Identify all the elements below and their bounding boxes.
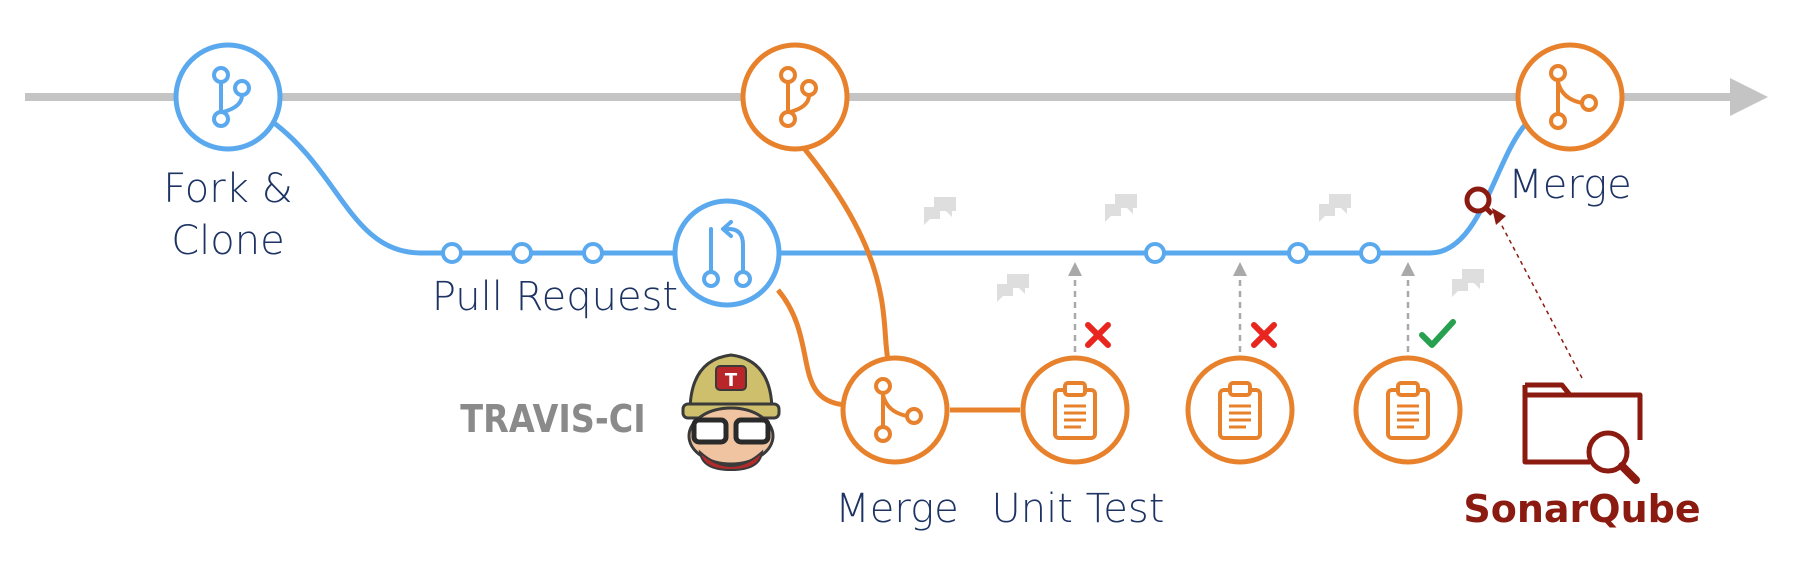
- upstream-fork-node: [740, 42, 850, 152]
- folder-search-icon: [1522, 382, 1643, 484]
- commit-node: [1144, 242, 1166, 264]
- sonar-link-line: [1499, 221, 1583, 379]
- comment-bubbles-icon: [1319, 194, 1351, 222]
- commit-node: [511, 242, 533, 264]
- ci-branch-line: [773, 113, 891, 361]
- ci-merge-node: [840, 355, 950, 465]
- check-mark-icon: [1419, 319, 1456, 348]
- pull-request-node: [672, 198, 782, 308]
- fork-label-line1: Fork &: [163, 166, 293, 212]
- travis-ci-label: TRAVIS-CI: [460, 398, 645, 442]
- unit-test-label: Unit Test: [992, 486, 1165, 532]
- comment-bubbles-icon: [1452, 269, 1484, 297]
- pr-to-ci-line: [776, 288, 846, 408]
- unit-test-node: [1353, 355, 1463, 465]
- unit-test-node: [1185, 355, 1295, 465]
- unit-test-node: [1020, 355, 1130, 465]
- travis-badge-letter: T: [725, 370, 738, 391]
- sonar-probe-handle: [1484, 206, 1494, 216]
- commit-node: [1359, 242, 1381, 264]
- commit-node: [1287, 242, 1309, 264]
- commit-node: [441, 242, 463, 264]
- pull-request-label: Pull Request: [432, 274, 678, 320]
- x-mark-icon: [1251, 322, 1277, 348]
- fork-node: [173, 42, 283, 152]
- comment-bubbles-icon: [1105, 194, 1137, 222]
- main-branch-arrowhead: [1730, 78, 1768, 116]
- sonarqube-label: SonarQube: [1463, 487, 1700, 531]
- comment-bubbles-icon: [924, 197, 956, 225]
- comment-bubbles-icon: [997, 274, 1029, 302]
- merge-label-bottom: Merge: [835, 486, 958, 532]
- merge-label-top: Merge: [1508, 162, 1631, 208]
- travis-mascot-icon: [681, 353, 781, 472]
- final-merge-node: [1515, 42, 1625, 152]
- commit-node: [582, 242, 604, 264]
- sonar-probe-node: [1464, 186, 1492, 214]
- x-mark-icon: [1085, 322, 1111, 348]
- fork-label-line2: Clone: [171, 218, 284, 264]
- commit-nodes: [441, 242, 1381, 264]
- feature-branch-line: [268, 117, 1527, 256]
